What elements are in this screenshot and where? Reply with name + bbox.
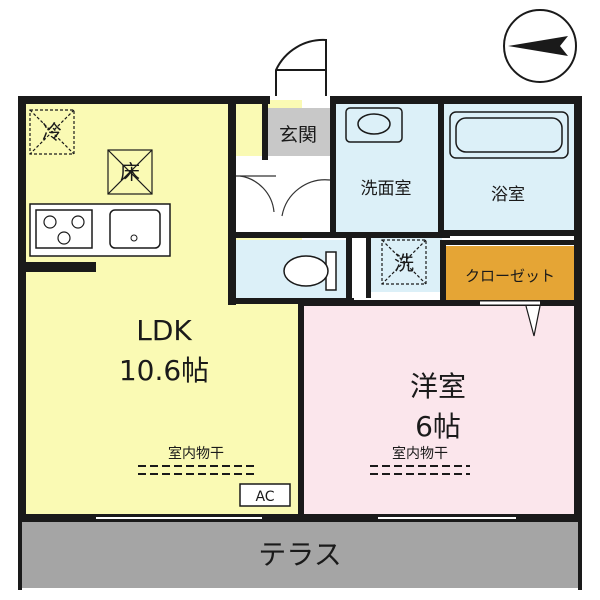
aircon-label: AC <box>255 489 274 505</box>
wall-bath-south <box>440 230 580 236</box>
walls <box>18 96 582 590</box>
sink-icon <box>109 209 161 249</box>
hall-area <box>236 156 336 234</box>
wall-top-right <box>330 96 580 104</box>
washbasin <box>345 107 403 143</box>
toilet-bowl <box>283 251 337 291</box>
wall-closet-west <box>440 240 446 304</box>
wall-washer-west <box>366 236 371 298</box>
western-drying-label: 室内物干 <box>392 445 448 462</box>
hall-doors <box>236 175 331 217</box>
aircon-box <box>239 483 291 507</box>
wall-entry-west <box>262 100 268 160</box>
ldk-drying-label: 室内物干 <box>168 445 224 462</box>
wall-toilet-east <box>346 236 352 302</box>
floor-unit-box <box>107 149 153 195</box>
bathroom-label: 浴室 <box>491 185 525 205</box>
washer-box <box>381 239 427 285</box>
wall-wash-bath <box>438 100 444 236</box>
western-room-size: 6帖 <box>415 410 461 443</box>
closet-door-marker <box>525 305 541 337</box>
entrance-door <box>275 38 327 96</box>
kitchen-counter <box>26 203 171 272</box>
wall-ldk-east-upper <box>228 100 236 305</box>
washroom-area <box>336 104 442 232</box>
western-room-name: 洋室 <box>410 370 466 403</box>
floor-unit-label: 床 <box>120 160 140 184</box>
entrance-area <box>266 108 332 156</box>
drying-rail-western <box>370 465 470 475</box>
wall-terrace-left <box>18 520 22 590</box>
western-room-area <box>302 300 576 516</box>
entrance-label: 玄関 <box>279 124 317 146</box>
refrigerator-box <box>29 109 75 155</box>
bathtub <box>449 111 569 159</box>
wall-hall-south <box>234 232 450 238</box>
terrace-area <box>22 522 578 588</box>
wall-entry-east <box>330 100 336 236</box>
north-arrow-icon <box>503 9 577 83</box>
washer-label: 洗 <box>394 251 414 275</box>
wall-terrace-right <box>578 520 582 590</box>
wall-western-north <box>300 300 580 306</box>
wall-toilet-south <box>234 298 354 304</box>
wall-right <box>574 96 582 520</box>
closet-area <box>446 246 576 302</box>
wall-ldk-western <box>298 300 304 516</box>
terrace-label: テラス <box>258 538 341 571</box>
stove-burners <box>43 215 85 245</box>
closet-label: クローゼット <box>465 267 555 285</box>
ldk-size: 10.6帖 <box>119 354 209 387</box>
wall-bottom <box>18 514 582 522</box>
refrigerator-label: 冷 <box>42 120 62 144</box>
wall-top-left <box>18 96 270 104</box>
ldk-name: LDK <box>136 314 192 347</box>
drying-rail-ldk <box>138 465 256 475</box>
wall-closet-north <box>440 240 580 245</box>
bathroom-area <box>442 104 576 232</box>
washroom-label: 洗面室 <box>361 179 412 199</box>
stove-icon <box>35 209 93 249</box>
wall-left <box>18 96 26 520</box>
